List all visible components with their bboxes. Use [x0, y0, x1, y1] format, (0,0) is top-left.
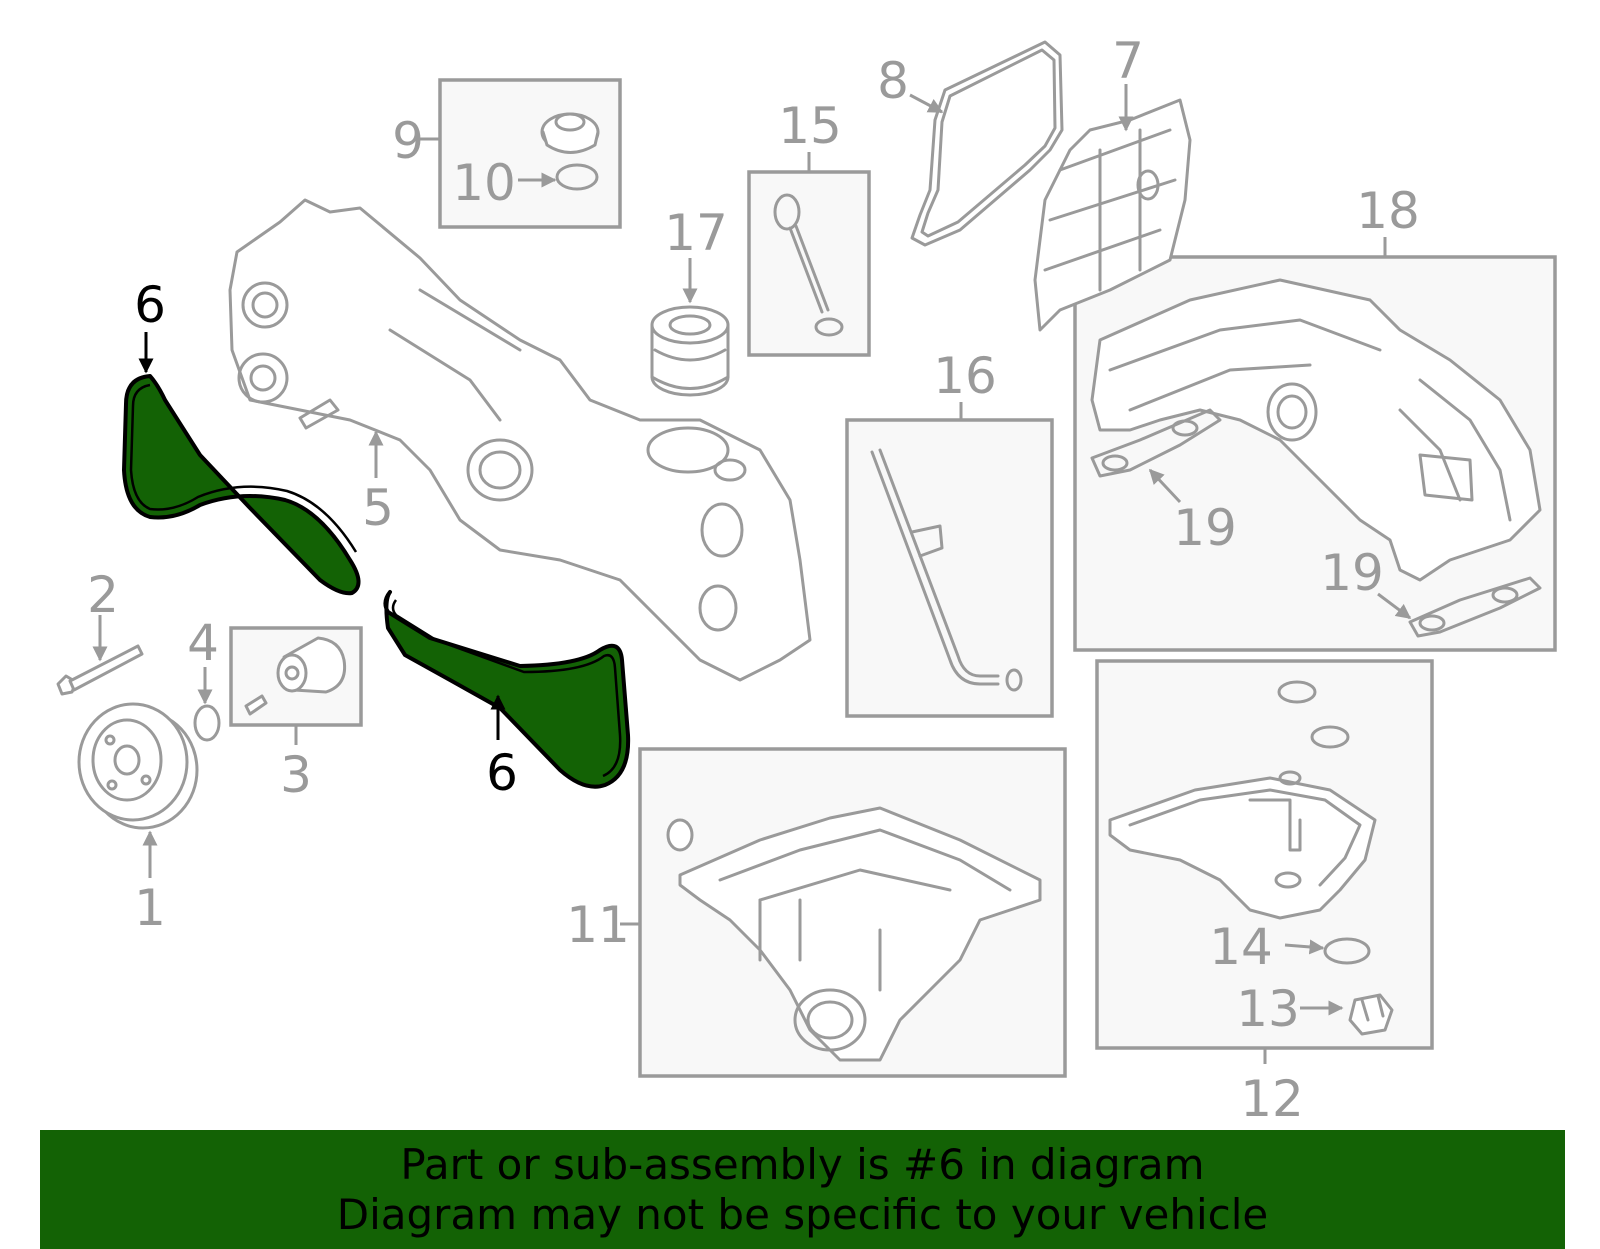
drain-plug-part [1348, 993, 1394, 1036]
callout-6-upper: 6 [134, 276, 166, 334]
callout-19-upper: 19 [1173, 499, 1237, 557]
callout-13: 13 [1236, 980, 1300, 1038]
banner-line-2: Diagram may not be specific to your vehi… [336, 1189, 1269, 1239]
callout-9: 9 [392, 112, 424, 170]
callout-4: 4 [187, 614, 219, 672]
intake-gasket-part-lower [1408, 576, 1542, 638]
oil-pan-upper-part [666, 806, 1042, 1062]
belt-part-upper [122, 374, 361, 596]
callout-2: 2 [87, 566, 119, 624]
timing-cover-part [228, 198, 812, 682]
callout-7: 7 [1112, 32, 1144, 90]
callout-1: 1 [134, 879, 166, 937]
bolt-part [56, 644, 144, 696]
callout-11: 11 [566, 896, 630, 954]
leader-19a [1148, 468, 1182, 504]
valve-cover-gasket-part [910, 40, 1064, 247]
banner-line-1: Part or sub-assembly is #6 in diagram [400, 1139, 1205, 1189]
box-16 [845, 418, 1054, 718]
leader-8 [909, 93, 944, 114]
callout-5: 5 [362, 479, 394, 537]
belt-part-lower [383, 590, 631, 789]
drain-gasket-part [1323, 937, 1371, 965]
callout-12: 12 [1240, 1070, 1304, 1128]
leader-19b [1377, 592, 1412, 620]
callout-19-lower: 19 [1320, 544, 1384, 602]
oil-filler-cap-part [540, 112, 600, 154]
callout-10: 10 [452, 154, 516, 212]
callout-6-lower: 6 [486, 744, 518, 802]
info-banner: Part or sub-assembly is #6 in diagram Di… [40, 1130, 1565, 1249]
callout-17: 17 [664, 204, 728, 262]
callout-8: 8 [877, 52, 909, 110]
crank-pulley-part [77, 702, 199, 830]
callout-3: 3 [280, 746, 312, 804]
o-ring-part [193, 704, 221, 742]
dipstick-tube-part [870, 448, 1023, 692]
valve-cover-part [1033, 98, 1192, 332]
oil-pan-lower-part [1108, 680, 1377, 920]
callout-16: 16 [933, 347, 997, 405]
intake-manifold-part [1090, 278, 1542, 582]
intake-gasket-part-upper [1090, 408, 1222, 478]
oil-filter-part [650, 305, 730, 397]
dipstick-part [773, 193, 844, 337]
leader-14 [1284, 939, 1325, 955]
tensioner-part [244, 636, 347, 716]
callout-18: 18 [1356, 182, 1420, 240]
callout-15: 15 [778, 97, 842, 155]
cap-o-ring-part [555, 163, 599, 191]
callout-14: 14 [1209, 918, 1273, 976]
box-9-10 [438, 78, 622, 229]
